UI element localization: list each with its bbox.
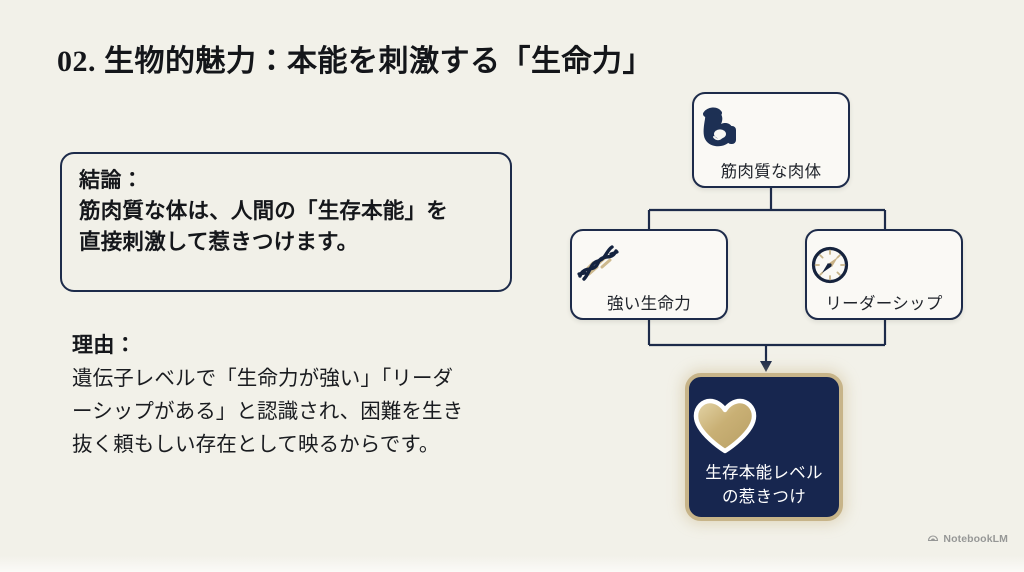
flow-node-top-label: 筋肉質な肉体 — [720, 163, 822, 181]
flow-node-bottom-label: 生存本能レベル の惹きつけ — [689, 461, 839, 509]
notebooklm-logo-icon — [927, 530, 939, 548]
conclusion-box: 結論： 筋肉質な体は、人間の「生存本能」を 直接刺激して惹きつけます。 — [60, 152, 512, 292]
dna-helix-icon — [572, 243, 726, 287]
watermark-label: NotebookLM — [943, 533, 1008, 545]
bottom-strip — [0, 556, 1024, 572]
flow-node-bottom-label-line1: 生存本能レベル — [705, 464, 823, 482]
flow-node-right-label: リーダーシップ — [825, 295, 943, 313]
flow-node-left-label: 強い生命力 — [607, 295, 691, 313]
reason-line-2: ーシップがある」と認識され、困難を生き — [72, 399, 464, 423]
flow-node-survival-instinct[interactable]: 生存本能レベル の惹きつけ — [685, 373, 843, 521]
reason-label: 理由： — [72, 334, 137, 357]
flow-node-bottom-label-line2: の惹きつけ — [722, 488, 806, 507]
flow-node-leadership[interactable]: リーダーシップ — [805, 229, 963, 320]
reason-line-1: 遺伝子レベルで「生命力が強い」「リーダ — [72, 366, 454, 390]
flexed-bicep-icon — [694, 106, 848, 156]
conclusion-label: 結論： — [79, 169, 144, 192]
conclusion-line-1: 筋肉質な体は、人間の「生存本能」を — [79, 198, 448, 223]
flow-node-muscular-body[interactable]: 筋肉質な肉体 — [692, 92, 850, 188]
conclusion-content: 結論： 筋肉質な体は、人間の「生存本能」を 直接刺激して惹きつけます。 — [79, 166, 500, 258]
compass-icon — [807, 242, 961, 288]
flow-node-strong-vitality[interactable]: 強い生命力 — [570, 229, 728, 320]
page-title: 02. 生物的魅力：本能を刺激する「生命力」 — [57, 45, 653, 78]
conclusion-line-2: 直接刺激して惹きつけます。 — [79, 229, 359, 254]
notebooklm-watermark: NotebookLM — [927, 530, 1008, 548]
reason-block: 理由： 遺伝子レベルで「生命力が強い」「リーダ ーシップがある」と認識され、困難… — [72, 330, 463, 461]
flow-chart: 筋肉質な肉体 — [555, 80, 995, 540]
reason-line-3: 抜く頼もしい存在として映るからです。 — [72, 432, 440, 456]
flow-connectors — [647, 188, 887, 372]
heart-icon — [689, 395, 839, 457]
